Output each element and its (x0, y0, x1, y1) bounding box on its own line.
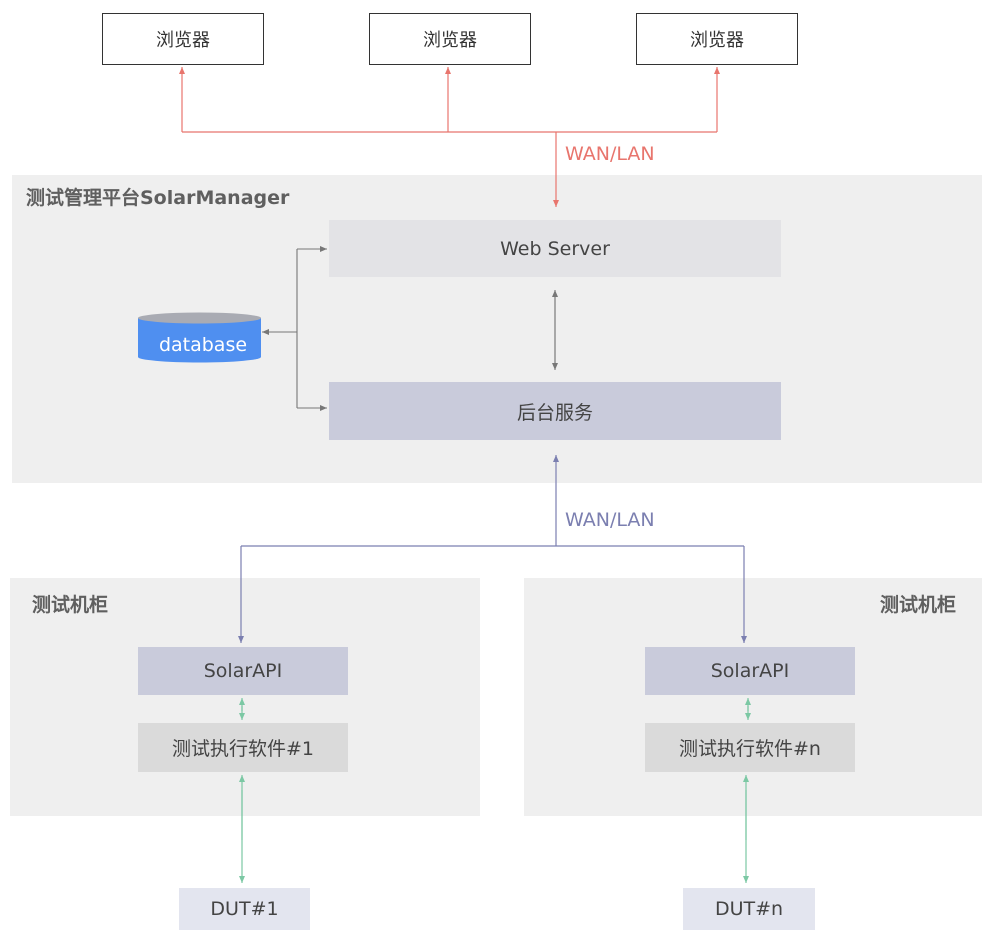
dut-box-2: DUT#n (683, 888, 815, 930)
wan-lan-label-bottom: WAN/LAN (565, 509, 655, 531)
database-label: database (159, 334, 247, 356)
browser-label-1: 浏览器 (156, 30, 210, 51)
dut-box-1: DUT#1 (179, 888, 310, 930)
web-server-label: Web Server (500, 237, 610, 260)
solar-api-label-2: SolarAPI (710, 660, 790, 682)
executor-label-2: 测试执行软件#n (679, 738, 821, 760)
wan-lan-label-top: WAN/LAN (565, 143, 655, 165)
browser-box-3: 浏览器 (636, 13, 798, 65)
solar-api-label-1: SolarAPI (203, 660, 283, 682)
cabinet-title-1: 测试机柜 (32, 594, 109, 616)
browser-box-2: 浏览器 (369, 13, 531, 65)
database-cylinder (138, 312, 261, 363)
cabinet-title-2: 测试机柜 (880, 594, 957, 616)
executor-box-1: 测试执行软件#1 (138, 723, 348, 772)
cabinet-panel-1 (10, 578, 480, 816)
dut-label-1: DUT#1 (210, 898, 279, 920)
platform-title: 测试管理平台SolarManager (26, 187, 290, 209)
backend-service-box: 后台服务 (329, 382, 781, 440)
browser-label-3: 浏览器 (690, 30, 744, 51)
cabinet-panel-2 (524, 578, 982, 816)
backend-service-label: 后台服务 (516, 401, 593, 424)
executor-label-1: 测试执行软件#1 (171, 738, 314, 760)
browser-label-2: 浏览器 (423, 30, 477, 51)
browser-box-1: 浏览器 (102, 13, 264, 65)
solar-api-box-1: SolarAPI (138, 647, 348, 695)
dut-label-2: DUT#n (714, 898, 784, 920)
solar-api-box-2: SolarAPI (645, 647, 855, 695)
executor-box-2: 测试执行软件#n (645, 723, 855, 772)
web-server-box: Web Server (329, 220, 781, 277)
